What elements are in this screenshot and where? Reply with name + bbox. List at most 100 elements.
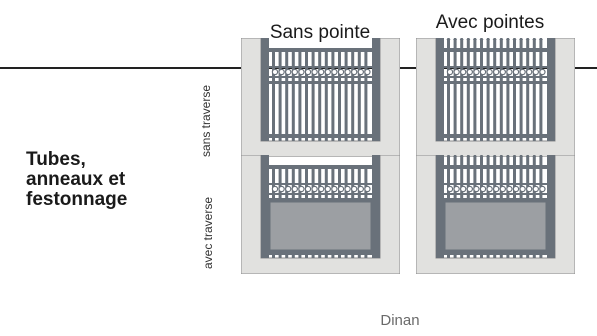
ring (473, 68, 480, 76)
vertical-tube (331, 50, 335, 141)
spear-point (453, 38, 458, 40)
spear-point (466, 155, 471, 157)
ring (344, 68, 351, 76)
ring (337, 185, 345, 193)
ring (364, 68, 371, 76)
spear-point (486, 155, 491, 157)
spear-point (459, 38, 464, 40)
row-group-line-2: anneaux et (26, 169, 126, 190)
spear-point (512, 38, 517, 40)
spear-point (486, 38, 491, 40)
ring (519, 185, 526, 193)
row-label-sans-traverse: sans traverse (199, 84, 213, 157)
ring (446, 68, 454, 76)
vertical-tube (344, 50, 348, 141)
row-group-line-3: festonnage (26, 189, 128, 210)
vertical-tube (473, 40, 477, 141)
spear-point (499, 155, 504, 157)
ring (350, 68, 358, 76)
ring (479, 185, 487, 193)
spear-point (538, 155, 543, 157)
ring (324, 185, 332, 193)
ring (525, 185, 533, 193)
ring (337, 68, 345, 76)
ring (324, 68, 332, 76)
vertical-tube (338, 50, 341, 141)
bottom-rail (269, 251, 372, 255)
left-post (436, 155, 444, 258)
ring (291, 68, 299, 76)
ring (466, 68, 474, 76)
right-post (547, 38, 555, 141)
spear-point (512, 155, 517, 157)
ring (364, 185, 371, 193)
ring (479, 68, 487, 76)
vertical-tube (499, 40, 503, 141)
spear-point (525, 155, 530, 157)
spear-point (446, 155, 451, 157)
bottom-rail (269, 134, 372, 138)
vertical-tube (519, 40, 523, 141)
vertical-tube (466, 40, 470, 141)
ring-rail-bottom (444, 76, 547, 78)
spear-point (472, 155, 477, 157)
ring (271, 68, 279, 76)
ring (331, 185, 338, 193)
spear-point (446, 38, 451, 40)
ring (278, 68, 285, 76)
ring-rail-top (269, 66, 372, 68)
ring (532, 185, 540, 193)
ring (512, 68, 520, 76)
ring (486, 185, 493, 193)
rail-lower (269, 81, 372, 84)
spear-point (492, 155, 497, 157)
ring (304, 68, 312, 76)
gate-avec-traverse-sans-pointe (241, 155, 400, 274)
spear-point (532, 38, 537, 40)
spear-point (466, 38, 471, 40)
spear-point (519, 38, 524, 40)
vertical-tube (526, 40, 530, 141)
vertical-tube (357, 50, 361, 141)
ring (317, 185, 325, 193)
ring (512, 185, 520, 193)
ring (492, 68, 500, 76)
ring (446, 185, 454, 193)
spear-point (492, 38, 497, 40)
vertical-tube (272, 50, 275, 141)
ring-rail-top (269, 183, 372, 185)
vertical-tube (291, 50, 295, 141)
ring (539, 68, 546, 76)
vertical-tube (364, 50, 368, 141)
ring (317, 68, 325, 76)
vertical-tube (351, 50, 355, 141)
ring (304, 185, 312, 193)
vertical-tube (486, 40, 490, 141)
spear-point (525, 38, 530, 40)
gate-sans-traverse-avec-pointes (416, 38, 575, 157)
vertical-tube (460, 40, 464, 141)
vertical-tube (532, 40, 536, 141)
vertical-tube (285, 50, 289, 141)
ring (519, 68, 526, 76)
right-post (372, 155, 380, 258)
vertical-tube (298, 50, 302, 141)
ring (453, 185, 460, 193)
ring-rail-bottom (444, 193, 547, 195)
ring (278, 185, 285, 193)
vertical-tube (453, 40, 457, 141)
row-label-avec-traverse: avec traverse (201, 196, 215, 270)
spear-point (479, 38, 484, 40)
ring (271, 185, 279, 193)
right-post (547, 155, 555, 258)
spear-point (505, 38, 510, 40)
bottom-rail (444, 251, 547, 255)
vertical-tube (493, 40, 497, 141)
rail-lower (444, 81, 547, 84)
ring (291, 185, 299, 193)
bottom-rail (444, 134, 547, 138)
ring (311, 185, 318, 193)
spear-point (472, 38, 477, 40)
gate-sans-traverse-sans-pointe (241, 38, 400, 157)
vertical-tube (447, 40, 450, 141)
